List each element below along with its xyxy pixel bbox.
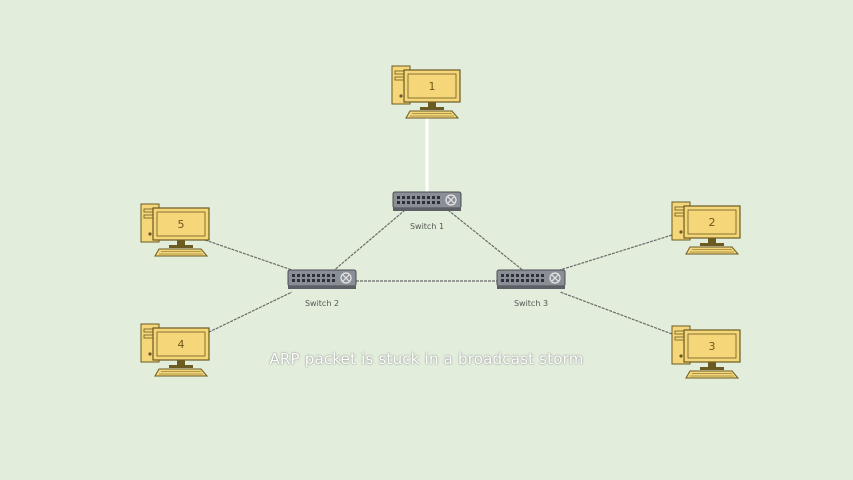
- computer-4-label: 4: [178, 338, 185, 351]
- diagram-caption: ARP packet is stuck in a broadcast storm: [269, 350, 584, 368]
- computer-1: 1: [391, 65, 461, 119]
- switch-2: [287, 269, 357, 290]
- switch-1-label: Switch 1: [409, 222, 445, 231]
- computer-1-label: 1: [429, 80, 436, 93]
- computer-2-label: 2: [709, 216, 716, 229]
- link-pc5-sw2: [204, 239, 293, 271]
- links: [204, 112, 673, 335]
- switch-1: [392, 191, 462, 212]
- link-sw1-sw3: [447, 209, 526, 273]
- link-sw1-sw2: [331, 209, 406, 273]
- computer-3: 3: [671, 325, 741, 379]
- link-pc3-sw3: [559, 291, 673, 335]
- switch-3-label: Switch 3: [513, 299, 549, 308]
- switch-3: [496, 269, 566, 290]
- computer-4: 4: [140, 323, 210, 377]
- link-pc2-sw3: [559, 234, 673, 271]
- link-pc4-sw2: [204, 291, 293, 335]
- computer-2: 2: [671, 201, 741, 255]
- computer-5: 5: [140, 203, 210, 257]
- switch-2-label: Switch 2: [304, 299, 340, 308]
- computer-3-label: 3: [709, 340, 716, 353]
- computer-5-label: 5: [178, 218, 185, 231]
